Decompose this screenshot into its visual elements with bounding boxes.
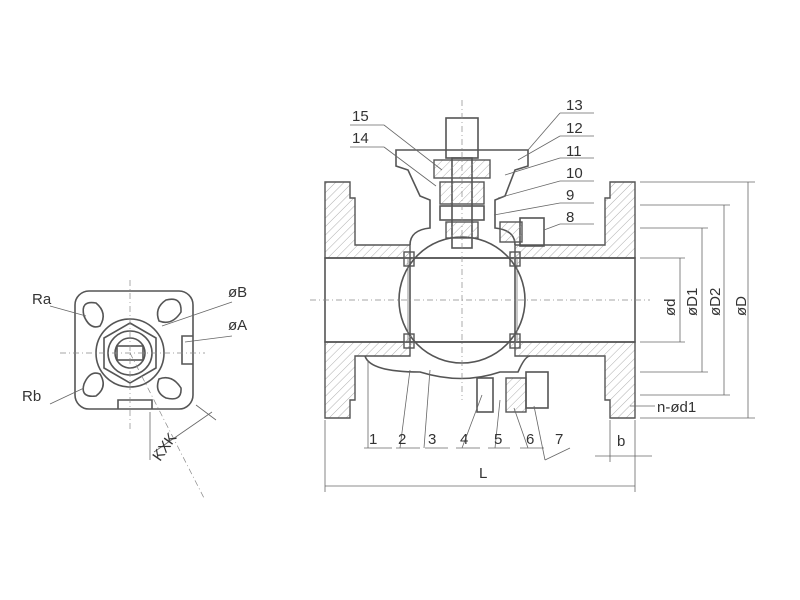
dimension-lines xyxy=(324,181,755,492)
seat-left xyxy=(403,251,415,267)
part-number: 15 xyxy=(352,108,369,125)
dim-d1: øD1 xyxy=(684,288,701,316)
slot-hole xyxy=(82,298,182,400)
part-number: 7 xyxy=(555,431,563,448)
dim-d: ød xyxy=(662,298,679,316)
dim-L: L xyxy=(479,465,487,482)
mounting-pad-step xyxy=(181,335,193,365)
part-number: 4 xyxy=(460,431,468,448)
part-number: 14 xyxy=(352,130,369,147)
part-number: 10 xyxy=(566,165,583,182)
part-number: 8 xyxy=(566,209,574,226)
hub-hexagon xyxy=(103,322,157,384)
seat-right xyxy=(509,251,521,267)
top-view: Ra Rb øB øA KXK xyxy=(22,280,247,501)
dim-b: b xyxy=(617,433,625,450)
a-diameter-label: øA xyxy=(228,317,247,334)
dimension-labels: ød øD1 øD2 øD n-ød1 b L xyxy=(479,288,750,482)
section-view xyxy=(310,100,650,419)
rb-label: Rb xyxy=(22,388,41,405)
b-diameter-label: øB xyxy=(228,284,247,301)
mounting-pad-notch xyxy=(117,399,153,409)
part-number: 9 xyxy=(566,187,574,204)
ra-label: Ra xyxy=(32,291,52,308)
part-number: 6 xyxy=(526,431,534,448)
body-bolt xyxy=(519,217,545,247)
dim-d2: øD2 xyxy=(707,288,724,316)
left-flange xyxy=(324,181,411,259)
part-number: 3 xyxy=(428,431,436,448)
part-number: 2 xyxy=(398,431,406,448)
part-number: 12 xyxy=(566,120,583,137)
dim-D: øD xyxy=(733,296,750,316)
part-numbers: 1 2 3 4 5 6 7 8 9 10 11 12 13 14 15 xyxy=(352,97,583,448)
kxk-label: KXK xyxy=(149,430,180,464)
part-number: 1 xyxy=(369,431,377,448)
dim-nd1: n-ød1 xyxy=(657,399,696,416)
part-number: 5 xyxy=(494,431,502,448)
lower-bolt xyxy=(476,377,494,413)
part-number: 13 xyxy=(566,97,583,114)
part-number: 11 xyxy=(566,143,582,160)
mounting-pad-outline xyxy=(74,290,194,410)
part-callout-leaders xyxy=(350,112,594,461)
